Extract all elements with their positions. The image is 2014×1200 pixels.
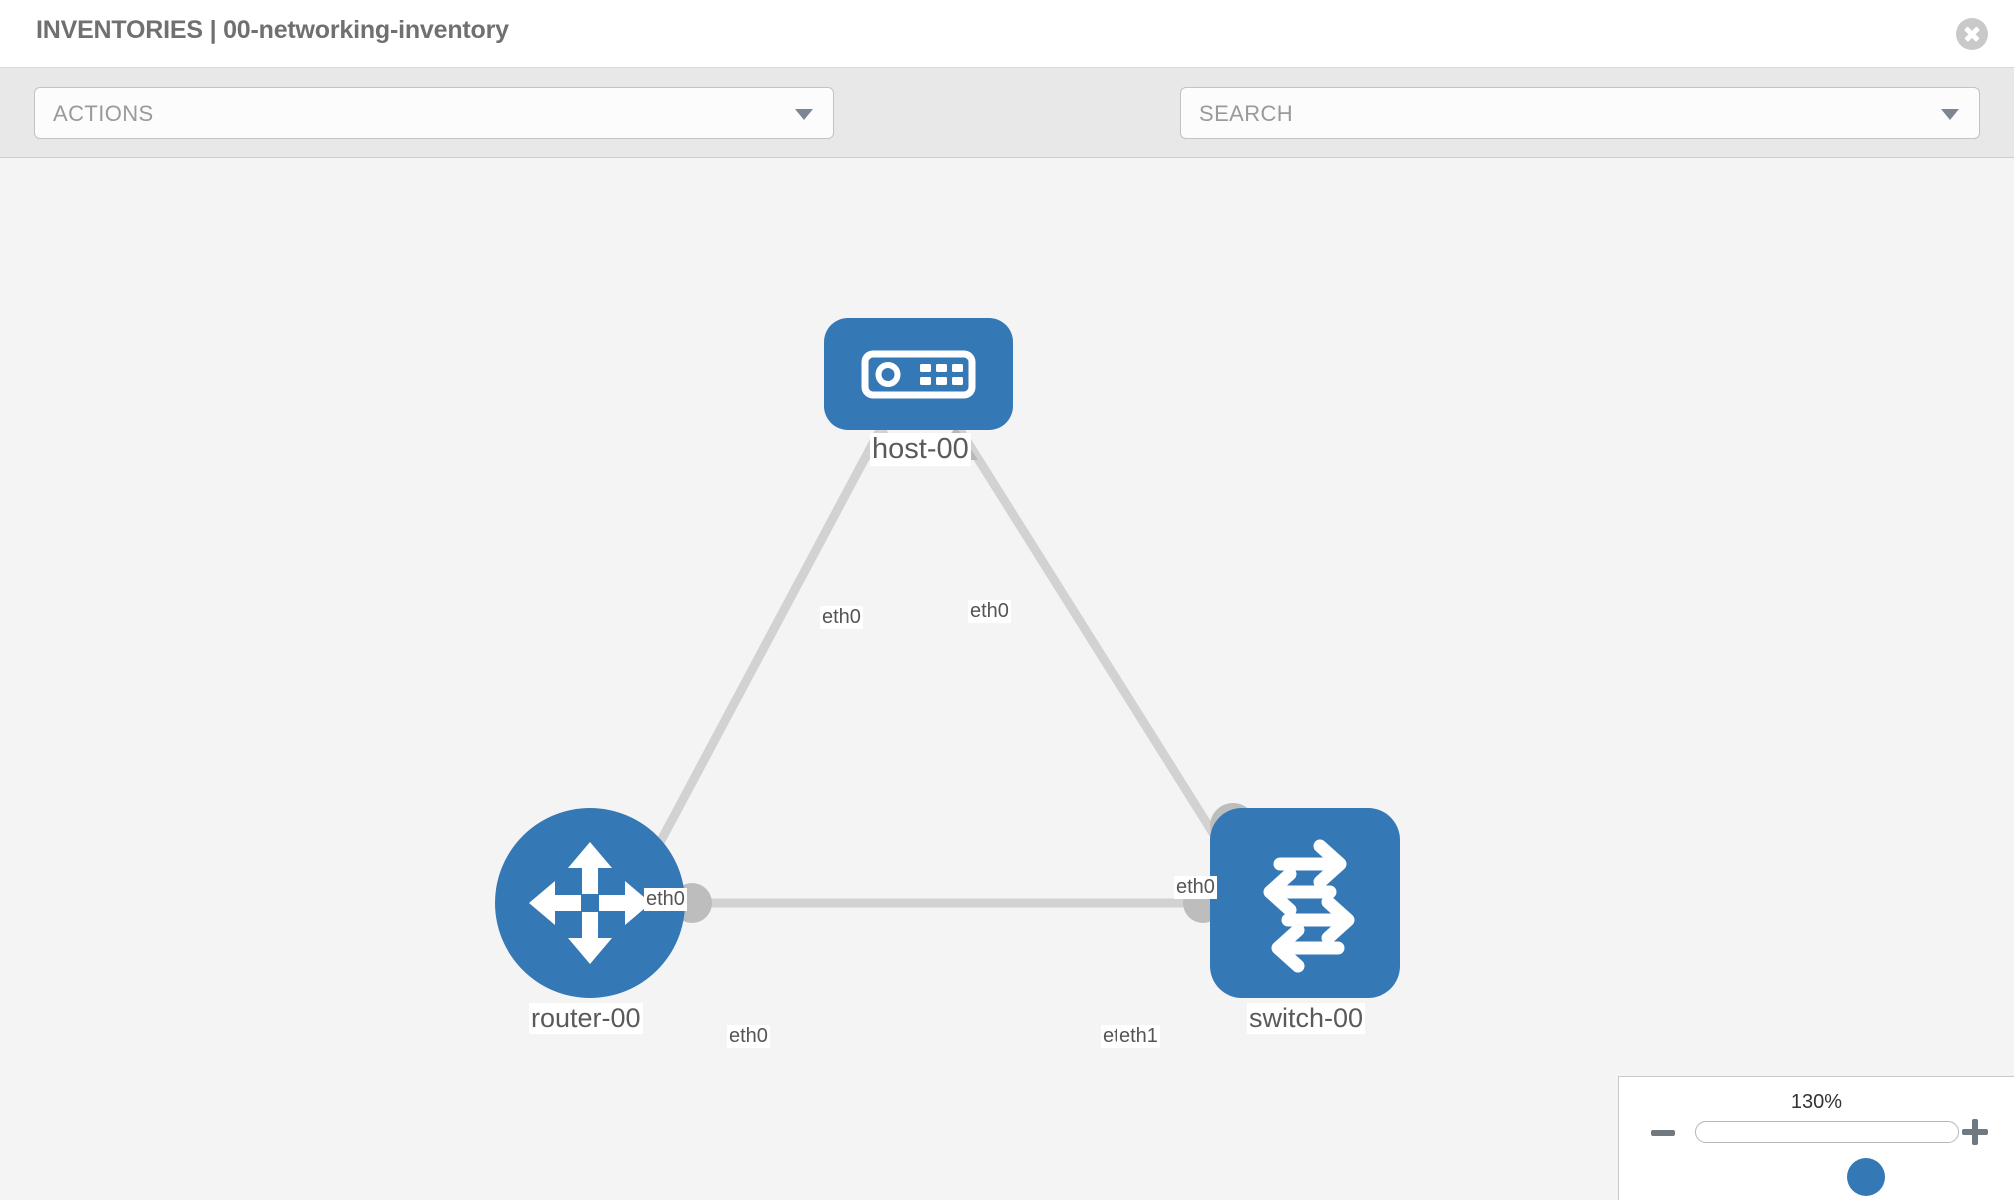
host-node-label: host-00 [870, 433, 971, 466]
chevron-down-icon[interactable] [1941, 109, 1959, 120]
chevron-down-icon [795, 109, 813, 120]
server-icon [861, 350, 976, 399]
actions-dropdown-label: ACTIONS [53, 101, 154, 126]
edge-label-switch-upper: eth0 [1174, 876, 1217, 899]
page-title: INVENTORIES | 00-networking-inventory [36, 16, 509, 44]
edge-host-router [636, 427, 884, 883]
edge-label-host-left: eth0 [820, 606, 863, 629]
search-placeholder: SEARCH [1199, 101, 1294, 126]
zoom-slider-thumb[interactable] [1847, 1158, 1885, 1196]
switch-node-shape [1210, 808, 1400, 998]
switch-icon [1263, 839, 1355, 973]
topology-canvas[interactable]: host-00 router-00 [0, 158, 2014, 1200]
edge-host-switch [956, 427, 1244, 879]
zoom-control-panel[interactable]: 130% [1618, 1076, 2014, 1200]
edge-label-host-right: eth0 [968, 600, 1011, 623]
zoom-in-button[interactable] [1962, 1119, 1988, 1145]
page-header: INVENTORIES | 00-networking-inventory [0, 0, 2014, 68]
edge-label-switch-left-b: eth1 [1117, 1025, 1160, 1048]
zoom-level-value: 130% [1790, 1091, 1843, 1113]
zoom-out-button[interactable] [1651, 1130, 1675, 1136]
router-node-label: router-00 [529, 1003, 643, 1034]
close-icon[interactable] [1956, 18, 1988, 50]
router-icon [529, 842, 651, 964]
topology-interface-dots [672, 426, 1256, 923]
host-node-shape [824, 318, 1013, 430]
actions-dropdown[interactable]: ACTIONS [34, 87, 834, 139]
zoom-slider-track[interactable] [1695, 1121, 1959, 1196]
topology-edges [636, 427, 1244, 908]
switch-node-label: switch-00 [1247, 1003, 1366, 1034]
search-input[interactable]: SEARCH [1180, 87, 1980, 139]
toolbar: ACTIONS SEARCH [0, 68, 2014, 197]
edge-label-router-upper: eth0 [644, 888, 687, 911]
topology-graph [636, 426, 1256, 923]
edge-label-router-right: eth0 [727, 1025, 770, 1048]
